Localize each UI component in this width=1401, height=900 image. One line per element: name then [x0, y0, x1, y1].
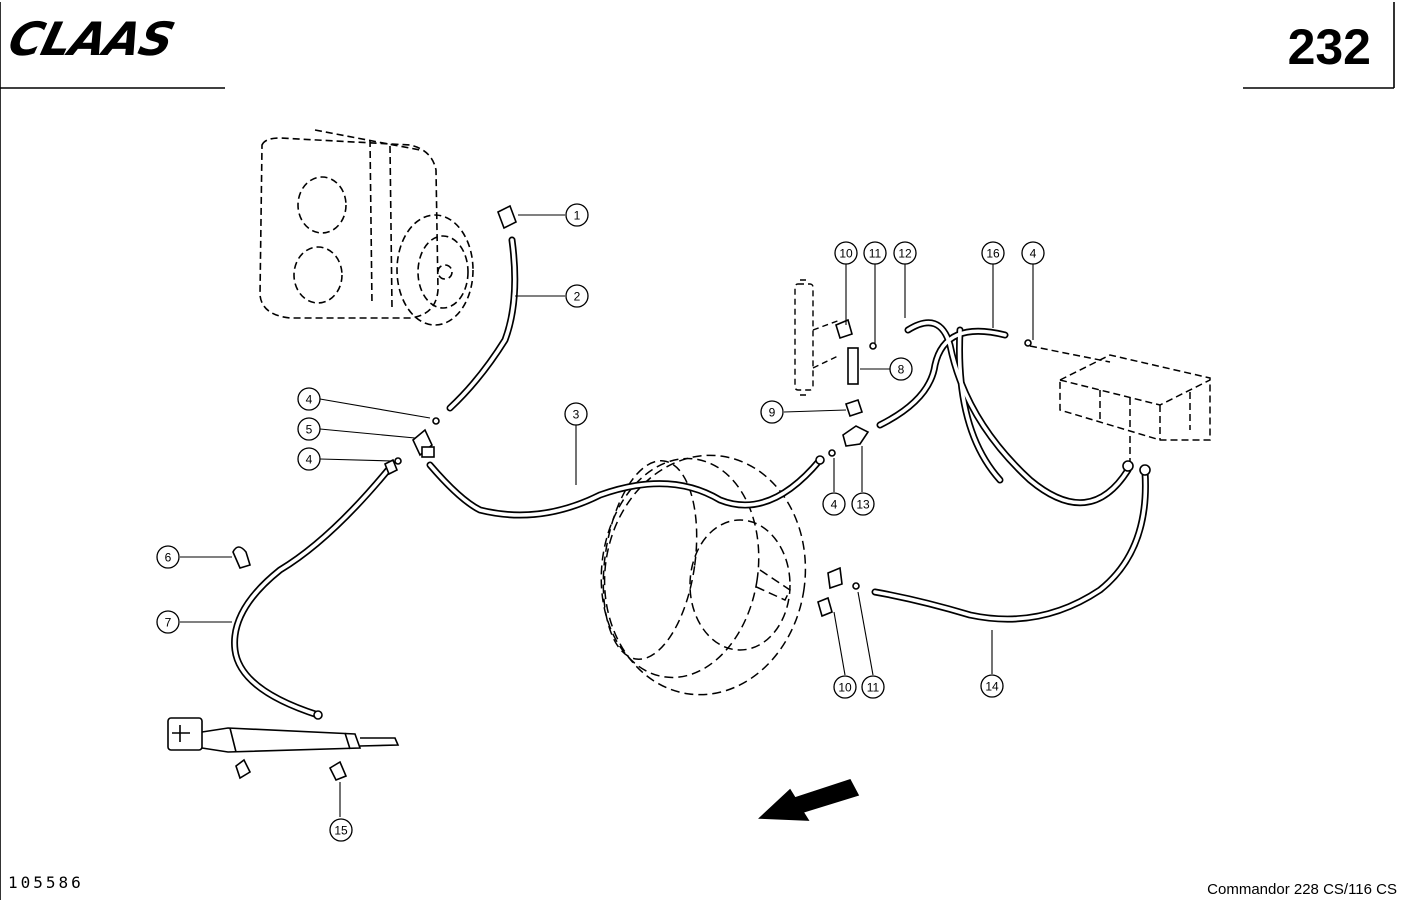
- callout-13[interactable]: 13: [851, 492, 875, 516]
- callout-8[interactable]: 8: [889, 357, 913, 381]
- wheel-outline: [600, 454, 807, 696]
- svg-text:10: 10: [838, 681, 852, 695]
- gearbox-outline: [259, 129, 474, 326]
- callout-15[interactable]: 15: [329, 818, 353, 842]
- svg-text:6: 6: [165, 551, 172, 565]
- svg-text:10: 10: [839, 247, 853, 261]
- svg-text:12: 12: [898, 247, 912, 261]
- leader-lines: [180, 214, 1034, 817]
- svg-text:14: 14: [985, 680, 999, 694]
- hydraulic-hoses-core: [232, 238, 1148, 717]
- callout-2[interactable]: 2: [565, 284, 589, 308]
- callout-1[interactable]: 1: [565, 203, 589, 227]
- callout-11-top[interactable]: 11: [863, 241, 887, 265]
- svg-text:5: 5: [306, 423, 313, 437]
- svg-text:9: 9: [769, 406, 776, 420]
- callout-14[interactable]: 14: [980, 674, 1004, 698]
- callout-5[interactable]: 5: [297, 417, 321, 441]
- svg-text:7: 7: [165, 616, 172, 630]
- callout-7[interactable]: 7: [156, 610, 180, 634]
- svg-text:4: 4: [306, 453, 313, 467]
- fittings: [232, 204, 1151, 720]
- hydraulic-hoses: [231, 236, 1149, 719]
- svg-text:16: 16: [986, 247, 1000, 261]
- callout-3[interactable]: 3: [564, 402, 588, 426]
- callout-12[interactable]: 12: [893, 241, 917, 265]
- callout-10-top[interactable]: 10: [834, 241, 858, 265]
- svg-text:13: 13: [856, 498, 870, 512]
- svg-text:2: 2: [574, 290, 581, 304]
- valve-block-outline: [1029, 345, 1211, 462]
- callout-6[interactable]: 6: [156, 545, 180, 569]
- steering-cylinder: [167, 717, 400, 782]
- callout-4d[interactable]: 4: [822, 492, 846, 516]
- svg-text:8: 8: [898, 363, 905, 377]
- svg-text:3: 3: [573, 408, 580, 422]
- svg-text:15: 15: [334, 824, 348, 838]
- svg-text:11: 11: [867, 681, 880, 695]
- drawing-number: 105586: [8, 873, 84, 892]
- callout-4b[interactable]: 4: [297, 447, 321, 471]
- svg-text:4: 4: [1030, 247, 1037, 261]
- callout-11-bottom[interactable]: 11: [861, 675, 885, 699]
- page-number: 232: [1287, 19, 1371, 75]
- machine-model: Commandor 228 CS/116 CS: [1207, 881, 1397, 898]
- svg-text:1: 1: [574, 209, 581, 223]
- direction-arrow: [758, 779, 860, 821]
- callout-4c[interactable]: 4: [1021, 241, 1045, 265]
- svg-text:4: 4: [831, 498, 838, 512]
- callouts: 1 2 3 4 5 4 6 7 8 9 10 11 12 16 4 4 13 1…: [156, 203, 1045, 842]
- svg-text:4: 4: [306, 393, 313, 407]
- callout-4[interactable]: 4: [297, 387, 321, 411]
- svg-text:11: 11: [869, 247, 882, 261]
- callout-9[interactable]: 9: [760, 400, 784, 424]
- brake-cylinder-outline: [794, 279, 841, 396]
- callout-16[interactable]: 16: [981, 241, 1005, 265]
- callout-10-bottom[interactable]: 10: [833, 675, 857, 699]
